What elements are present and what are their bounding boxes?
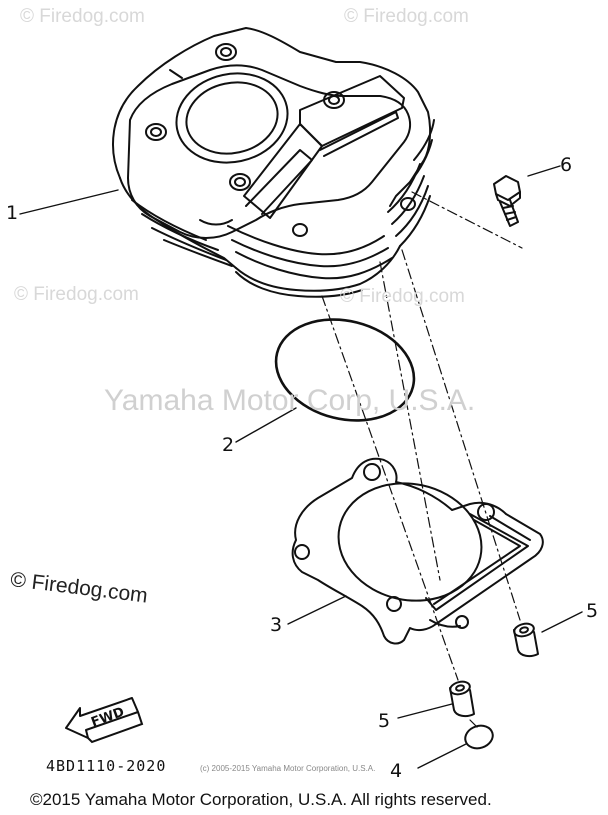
watermark-firedog: © Firedog.com (340, 286, 465, 307)
fwd-arrow-icon: FWD (65, 697, 144, 744)
assembly-lines (321, 191, 523, 729)
watermark-firedog: © Firedog.com (14, 284, 139, 305)
fine-print: (c) 2005-2015 Yamaha Motor Corporation, … (200, 764, 376, 773)
leader-lines (19, 165, 583, 769)
callout-5-right: 5 (586, 600, 599, 622)
watermark-yamaha: Yamaha Motor Corp, U.S.A. (104, 384, 476, 417)
callout-4: 4 (390, 760, 403, 782)
callout-1: 1 (6, 202, 19, 224)
base-gasket (291, 457, 544, 645)
copyright: ©2015 Yamaha Motor Corporation, U.S.A. A… (30, 790, 492, 809)
callout-2: 2 (222, 434, 235, 456)
o-ring (274, 318, 416, 422)
watermark-firedog: © Firedog.com (20, 6, 145, 27)
callout-5-lower: 5 (378, 710, 391, 732)
cylinder-block (112, 27, 435, 298)
part-number: 4BD1110-2020 (46, 757, 167, 775)
callout-6: 6 (560, 154, 573, 176)
watermark-firedog: © Firedog.com (344, 6, 469, 27)
dowel-pin-right (513, 622, 539, 658)
plug-cap (464, 724, 494, 750)
callout-3: 3 (270, 614, 283, 636)
hex-bolt (493, 175, 521, 227)
dowel-pin-lower (449, 680, 475, 718)
